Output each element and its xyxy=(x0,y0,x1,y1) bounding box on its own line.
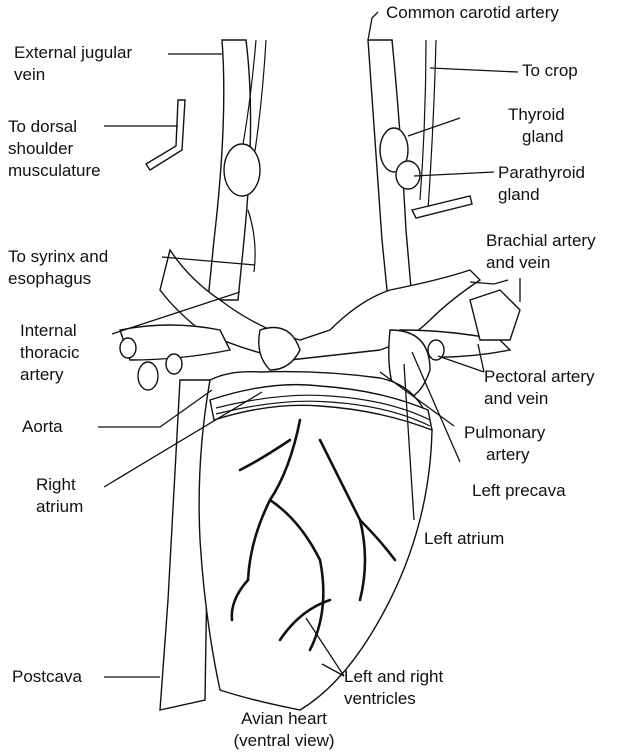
label-aorta: Aorta xyxy=(22,416,63,438)
label-left-atrium: Left atrium xyxy=(424,528,504,550)
heart-body xyxy=(199,372,432,710)
right-neck-vessels xyxy=(368,40,472,300)
label-left-precava: Left precava xyxy=(472,480,566,502)
label-postcava: Postcava xyxy=(12,666,82,688)
label-common-carotid: Common carotid artery xyxy=(386,2,559,24)
label-to-crop: To crop xyxy=(522,60,578,82)
figure-caption: Avian heart(ventral view) xyxy=(184,708,384,752)
